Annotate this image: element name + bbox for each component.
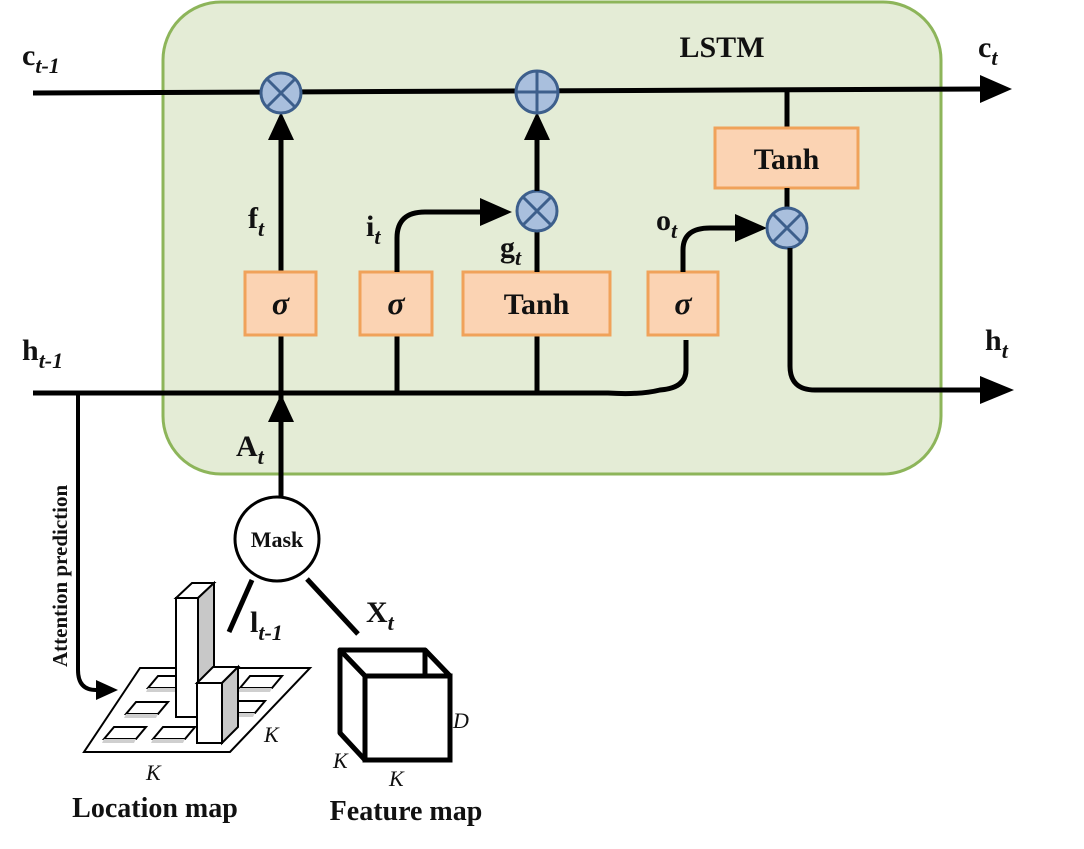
- location-map-short-bar: [194, 664, 241, 746]
- forget-arrowhead: [268, 112, 294, 140]
- cell-state-arrowhead: [980, 75, 1012, 103]
- attention-prediction-label: Attention prediction: [48, 484, 72, 667]
- f-t-label: ft: [248, 202, 265, 241]
- g-t-label: gt: [500, 231, 522, 270]
- output-gate-box: [646, 270, 720, 337]
- feature-map-caption: Feature map: [330, 796, 483, 827]
- cell-tanh-text: Tanh: [754, 143, 820, 176]
- output-arrowhead: [735, 214, 767, 242]
- c-prev-label: ct-1: [22, 39, 60, 78]
- lstm-block: [161, 0, 943, 476]
- candidate-gate-box: [461, 270, 612, 337]
- feature-map-dim-left: K: [332, 748, 349, 773]
- i-t-label: it: [366, 210, 381, 249]
- h-prev-label: ht-1: [22, 334, 63, 373]
- h-t-label: ht: [985, 324, 1009, 363]
- location-map-dim-bottom: K: [145, 760, 162, 785]
- a-t-label: At: [236, 430, 265, 469]
- feature-map-dim-depth: D: [452, 708, 469, 733]
- feature-map-dim-bottom: K: [388, 766, 405, 791]
- attention-feedback-line: [76, 393, 100, 692]
- add-plus: [516, 71, 558, 113]
- l-prev-label: lt-1: [250, 606, 283, 645]
- hidden-state-line: [33, 340, 689, 397]
- feature-map: D K K: [332, 647, 469, 791]
- a-t-arrowhead: [268, 394, 294, 422]
- add-arrowhead: [524, 112, 550, 140]
- output-gate-symbol: σ: [674, 285, 692, 321]
- h-t-output-line: [787, 248, 985, 393]
- x-t-label: Xt: [366, 596, 395, 635]
- mask-l-line: [226, 578, 255, 634]
- output-gate-curve: [680, 225, 742, 272]
- forget-gate-symbol: σ: [272, 285, 290, 321]
- input-multiply-cross: [521, 195, 553, 227]
- input-gate-curve: [394, 209, 488, 272]
- attention-feedback-arrowhead: [96, 680, 118, 700]
- forget-gate-box: [243, 270, 318, 337]
- mask-node: [233, 495, 321, 583]
- forget-multiply-cross: [265, 77, 297, 109]
- output-multiply-cross: [771, 212, 803, 244]
- mask-label: Mask: [251, 527, 304, 552]
- c-t-label: ct: [978, 31, 998, 70]
- h-t-arrowhead: [980, 376, 1014, 404]
- o-t-label: ot: [656, 204, 678, 243]
- cell-state-line: [32, 86, 986, 96]
- candidate-gate-text: Tanh: [504, 288, 570, 321]
- lstm-title: LSTM: [679, 31, 764, 64]
- input-gate-symbol: σ: [387, 285, 405, 321]
- location-map-caption: Location map: [72, 793, 238, 824]
- location-map: K K: [82, 580, 313, 785]
- feature-cube-front: [362, 673, 453, 763]
- location-map-dim-side: K: [263, 722, 280, 747]
- mask-x-line: [305, 577, 360, 636]
- input-arrowhead: [480, 198, 512, 226]
